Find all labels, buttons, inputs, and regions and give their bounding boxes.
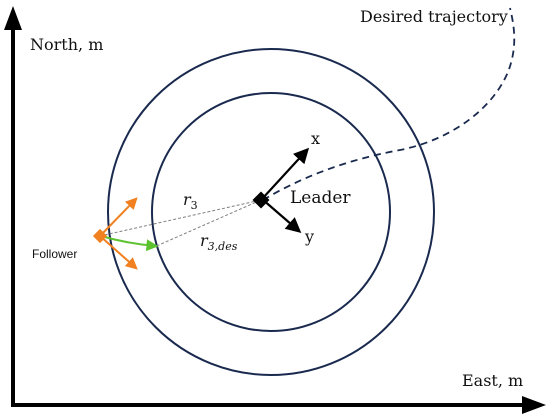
leader-x-axis-label: x bbox=[311, 129, 320, 148]
distance-line-r3 bbox=[99, 199, 262, 237]
leader-x-axis-arrow bbox=[261, 147, 310, 200]
north-axis-label: North, m bbox=[30, 35, 103, 54]
coordinate-axes bbox=[4, 6, 546, 414]
leader-y-axis-label: y bbox=[304, 227, 314, 246]
distance-label-r3-des: r3,des bbox=[200, 231, 238, 253]
distance-label-r3-subscript: 3 bbox=[191, 199, 198, 212]
leader-label: Leader bbox=[290, 188, 351, 208]
distance-label-r3-base: r bbox=[183, 190, 192, 209]
east-axis-label: East, m bbox=[462, 371, 523, 390]
distance-label-r3: r3 bbox=[183, 190, 198, 212]
desired-trajectory-label: Desired trajectory bbox=[360, 7, 508, 26]
inner-circle bbox=[151, 92, 391, 332]
east-axis-arrowhead-icon bbox=[522, 396, 546, 414]
leader-y-axis-arrow bbox=[261, 198, 302, 234]
outer-circle bbox=[107, 48, 435, 376]
desired-trajectory-path bbox=[262, 7, 516, 201]
north-axis-arrowhead-icon bbox=[4, 6, 22, 30]
follower-heading-arrow-down bbox=[99, 235, 138, 270]
distance-label-r3-des-subscript: 3,des bbox=[208, 240, 238, 253]
follower-label: Follower bbox=[32, 247, 77, 261]
follower-heading-arrow-up bbox=[99, 197, 138, 237]
distance-label-r3-des-base: r bbox=[200, 231, 209, 250]
